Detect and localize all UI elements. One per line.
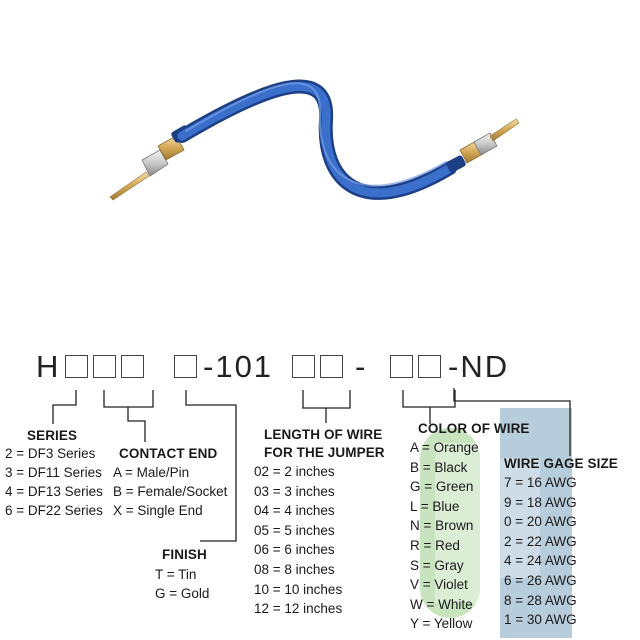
length-item: 12 = 12 inches (254, 601, 343, 617)
color-item: A = Orange (410, 440, 479, 455)
gage-item: 2 = 22 AWG (504, 533, 577, 549)
series-item: 3 = DF11 Series (5, 465, 102, 480)
gage-item: 9 = 18 AWG (504, 494, 577, 510)
color-item: G = Green (410, 479, 474, 495)
length-item: 04 = 4 inches (254, 503, 335, 519)
gage-item: 1 = 30 AWG (504, 612, 577, 628)
color-item: Y = Yellow (410, 616, 473, 632)
part-number-suffix: -ND (448, 349, 510, 384)
finish-code-box (174, 355, 197, 378)
length-item: 02 = 2 inches (254, 464, 335, 479)
series-code-box (65, 355, 88, 378)
series-item: 4 = DF13 Series (5, 484, 103, 499)
contact-end-item: A = Male/Pin (113, 465, 190, 480)
length-code-box-2 (320, 355, 343, 378)
length-item: 03 = 3 inches (254, 483, 335, 499)
series-item: 6 = DF22 Series (5, 503, 103, 518)
finish-item: G = Gold (155, 586, 210, 601)
gage-item: 0 = 20 AWG (504, 514, 577, 530)
part-number-prefix: H (36, 349, 61, 384)
series-item: 2 = DF3 Series (5, 446, 96, 461)
color-item: S = Gray (410, 557, 464, 573)
length-title-line1: LENGTH OF WIRE (264, 427, 383, 442)
gage-item: 4 = 24 AWG (504, 553, 577, 569)
length-item: 06 = 6 inches (254, 542, 335, 558)
contact-end-title: CONTACT END (119, 446, 218, 461)
series-title: SERIES (27, 428, 78, 443)
gage-title: WIRE GAGE SIZE (504, 456, 618, 471)
color-item: R = Red (410, 538, 460, 553)
contact-end-item: B = Female/Socket (113, 484, 228, 499)
length-code-box-1 (292, 355, 315, 378)
length-item: 10 = 10 inches (254, 581, 343, 597)
color-item: B = Black (410, 459, 468, 475)
color-item: W = White (410, 596, 473, 612)
color-item: V = Violet (410, 577, 468, 593)
gage-item: 6 = 26 AWG (504, 573, 577, 588)
color-title: COLOR OF WIRE (418, 421, 530, 436)
gage-code-box (418, 355, 441, 378)
contact-end-code-box-1 (93, 355, 116, 378)
finish-title: FINISH (162, 547, 207, 562)
length-item: 05 = 5 inches (254, 522, 335, 538)
contact-end-code-box-2 (121, 355, 144, 378)
length-title-line2: FOR THE JUMPER (264, 445, 385, 460)
jumper-wire-image (109, 79, 520, 201)
length-item: 08 = 8 inches (254, 562, 335, 577)
color-item: N = Brown (410, 518, 474, 534)
digikey-watermark-logo (420, 408, 572, 638)
gage-item: 7 = 16 AWG (504, 475, 577, 490)
finish-item: T = Tin (155, 567, 197, 582)
part-number-separator: - (355, 349, 368, 384)
gage-item: 8 = 28 AWG (504, 592, 577, 608)
right-pin-terminal (446, 118, 520, 173)
part-number-mid: -101 (203, 349, 274, 384)
color-item: L = Blue (410, 498, 460, 514)
contact-end-item: X = Single End (113, 503, 203, 518)
color-code-box (390, 355, 413, 378)
